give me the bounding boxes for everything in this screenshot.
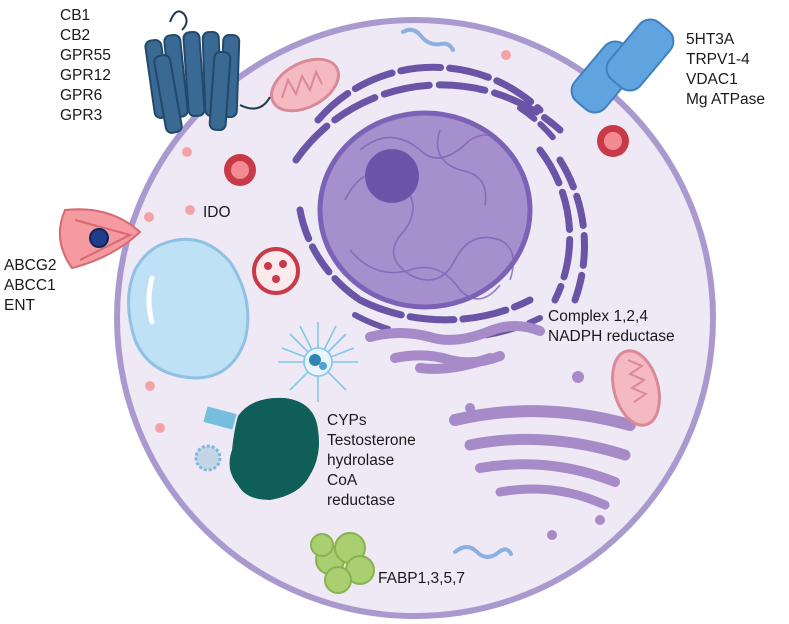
endosome [252, 247, 300, 295]
ion-channel-label-4: Mg ATPase [686, 91, 765, 108]
transporter-list: ABCG2 ABCC1 ENT [4, 256, 57, 316]
mitochondrion-right [611, 349, 661, 427]
ion-channel-list: 5HT3A TRPV1-4 VDAC1 Mg ATPase [686, 30, 765, 110]
er-enzyme-label-3: hydrolase [327, 452, 395, 469]
vacuole [127, 237, 250, 380]
fabp-label: FABP1,3,5,7 [378, 570, 466, 587]
lysosome-right [597, 125, 629, 157]
nucleolus [365, 149, 419, 203]
smooth-endoplasmic-reticulum [365, 321, 545, 374]
gpcr-receptor-list: CB1 CB2 GPR55 GPR12 GPR6 GPR3 [60, 6, 111, 126]
transporter-label-3: ENT [4, 297, 35, 314]
er-enzyme-label-1: CYPs [327, 412, 367, 429]
mitochondrion-top [270, 57, 340, 113]
er-enzyme-label-4: CoA [327, 472, 358, 489]
gpcr-label-1: CB1 [60, 7, 91, 24]
gpcr-label-2: CB2 [60, 27, 91, 44]
transporter-label-2: ABCC1 [4, 277, 56, 294]
vacuole-highlight [146, 275, 155, 325]
ion-channel-label-3: VDAC1 [686, 71, 738, 88]
abc-transporter [58, 208, 142, 270]
gpcr-label-6: GPR3 [60, 107, 103, 124]
ion-channel-label-1: 5HT3A [686, 31, 735, 48]
er-enzyme-label-5: reductase [327, 492, 396, 509]
mrna-bottom [453, 545, 513, 559]
vesicles [144, 50, 511, 433]
ion-channel [570, 18, 675, 114]
golgi-apparatus [449, 371, 636, 540]
mitochondrial-enzyme-list: Complex 1,2,4 NADPH reductase [548, 307, 675, 347]
lysosome-left [224, 154, 256, 186]
ido-label: IDO [203, 204, 231, 221]
mrna-top [401, 27, 455, 52]
er-enzyme-label-2: Testosterone [327, 432, 416, 449]
transporter-label-1: ABCG2 [4, 257, 57, 274]
gpcr-label-3: GPR55 [60, 47, 111, 64]
nucleus [317, 110, 533, 310]
lipid-vesicle [278, 322, 358, 402]
gpcr-label-5: GPR6 [60, 87, 103, 104]
gpcr-receptor [144, 10, 271, 134]
mito-enzyme-label-2: NADPH reductase [548, 328, 675, 345]
gpcr-label-4: GPR12 [60, 67, 111, 84]
er-enzyme-list: CYPs Testosterone hydrolase CoA reductas… [327, 411, 416, 511]
ion-channel-label-2: TRPV1-4 [686, 51, 750, 68]
fabp-protein [310, 532, 375, 594]
cyp-protein [194, 397, 319, 500]
mito-enzyme-label-1: Complex 1,2,4 [548, 308, 648, 325]
